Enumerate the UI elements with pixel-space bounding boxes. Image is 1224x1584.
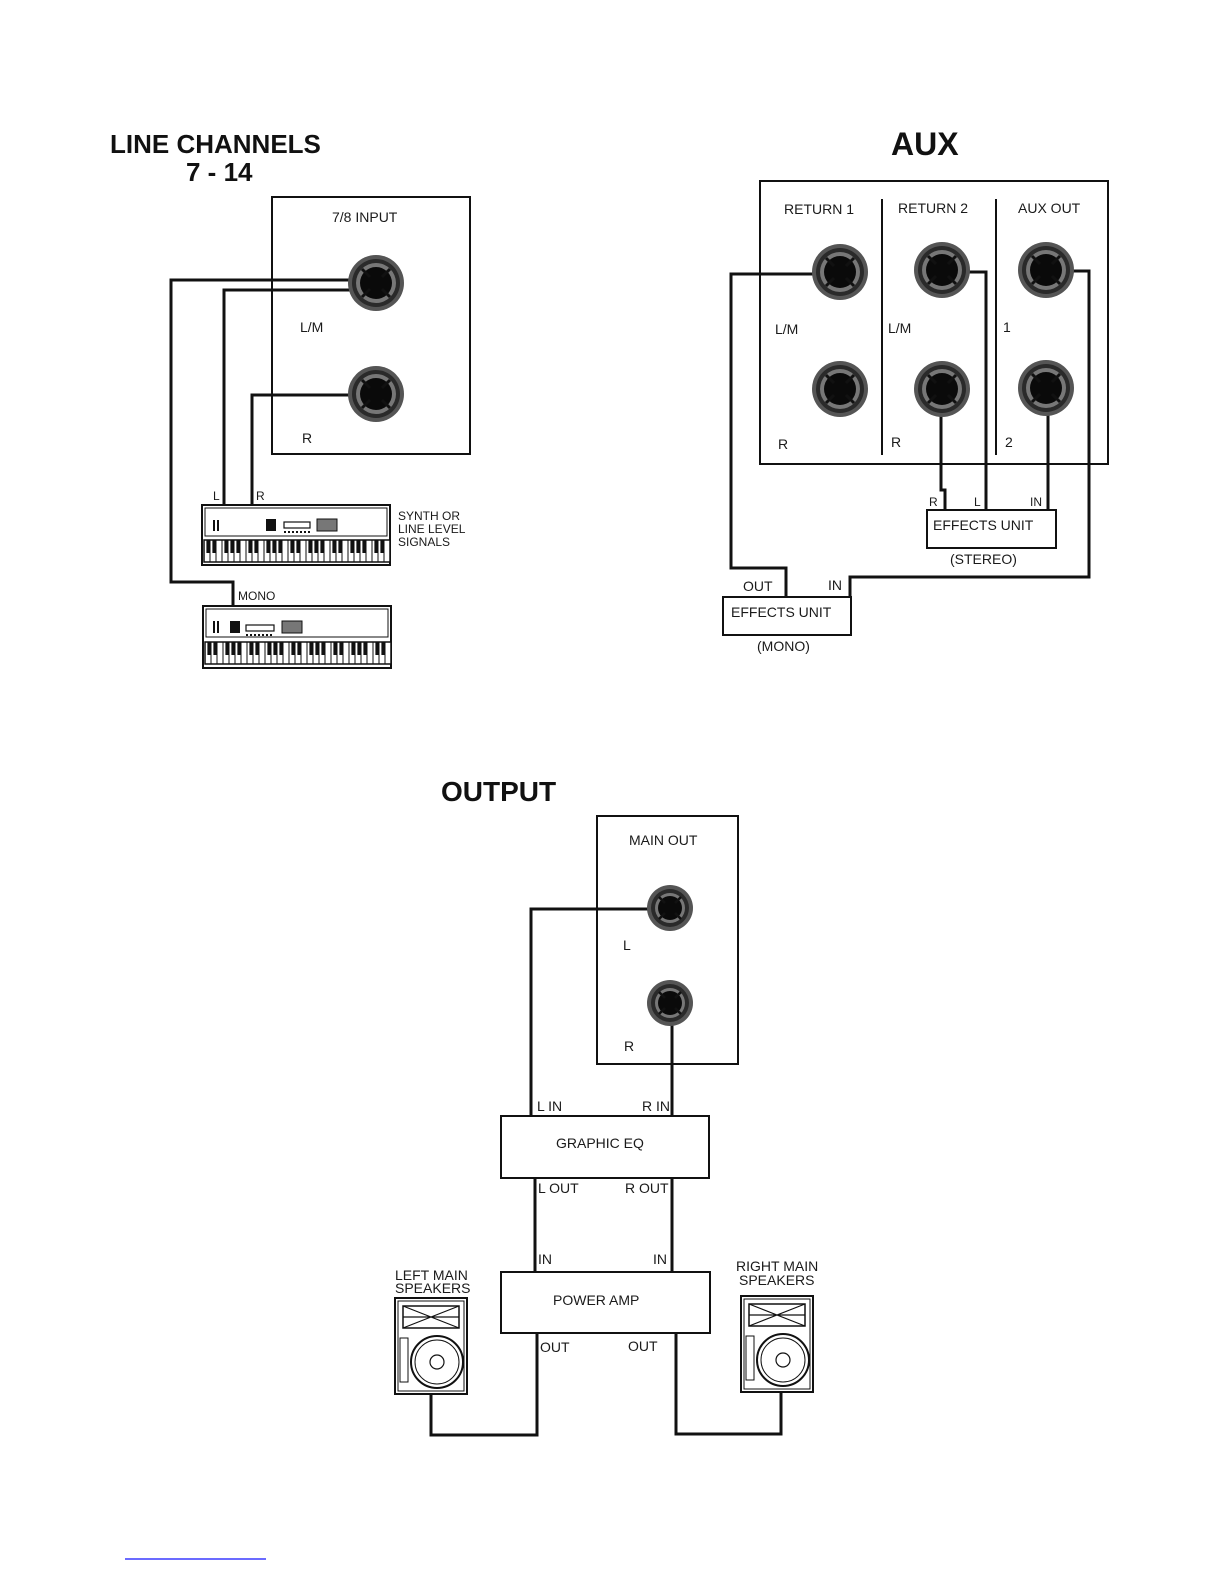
main-out-r-label: R xyxy=(624,1038,634,1054)
main-out-l-label: L xyxy=(623,937,631,953)
eq-l-out-label: L OUT xyxy=(538,1180,579,1196)
return1-r-jack[interactable] xyxy=(812,361,868,417)
left-main-speaker xyxy=(395,1298,467,1394)
eq-r-in-label: R IN xyxy=(642,1098,670,1114)
input-r-jack[interactable] xyxy=(348,366,404,422)
synth-l-label: L xyxy=(213,489,220,503)
main-out-label: MAIN OUT xyxy=(629,832,698,848)
output-title: OUTPUT xyxy=(441,776,556,807)
input-78-panel-label: 7/8 INPUT xyxy=(332,209,398,225)
stereo-fx-l-label: L xyxy=(974,495,981,509)
stereo-fx-in-label: IN xyxy=(1030,495,1042,509)
mono-label: MONO xyxy=(238,589,275,603)
eq-r-out-label: R OUT xyxy=(625,1180,669,1196)
eq-l-in-label: L IN xyxy=(537,1098,562,1114)
amp-out-l-label: OUT xyxy=(540,1339,570,1355)
return1-lm-label: L/M xyxy=(775,321,798,337)
stereo-effects-unit-label: EFFECTS UNIT xyxy=(933,517,1034,533)
power-amp-label: POWER AMP xyxy=(553,1292,639,1308)
line-channels-title: LINE CHANNELS xyxy=(110,129,321,159)
aux-panel xyxy=(760,181,1108,464)
main-out-l-jack[interactable] xyxy=(647,885,693,931)
aux-out-label: AUX OUT xyxy=(1018,200,1081,216)
mono-effects-unit-label: EFFECTS UNIT xyxy=(731,604,832,620)
left-speakers-label-2: SPEAKERS xyxy=(395,1280,470,1296)
mono-caption: (MONO) xyxy=(757,638,810,654)
input-lm-jack[interactable] xyxy=(348,255,404,311)
main-out-panel xyxy=(597,816,738,1064)
mono-fx-in-label: IN xyxy=(828,577,842,593)
amp-out-r-label: OUT xyxy=(628,1338,658,1354)
graphic-eq-label: GRAPHIC EQ xyxy=(556,1135,644,1151)
return2-label: RETURN 2 xyxy=(898,200,968,216)
line-channels-section: LINE CHANNELS 7 - 14 7/8 INPUT L/M R L R… xyxy=(110,129,470,668)
return1-label: RETURN 1 xyxy=(784,201,854,217)
mono-fx-out-label: OUT xyxy=(743,578,773,594)
right-main-speaker xyxy=(741,1296,813,1392)
aux-out-1-jack[interactable] xyxy=(1018,242,1074,298)
return2-r-jack[interactable] xyxy=(914,361,970,417)
output-section: OUTPUT MAIN OUT L R L IN R IN GRAPHIC EQ… xyxy=(395,776,818,1435)
return2-lm-jack[interactable] xyxy=(914,242,970,298)
line-channels-subtitle: 7 - 14 xyxy=(186,157,253,187)
aux-section: AUX RETURN 1 RETURN 2 AUX OUT L/M L/M R … xyxy=(723,126,1108,654)
input-r-label: R xyxy=(302,430,312,446)
aux-out-1-label: 1 xyxy=(1003,319,1011,335)
aux-title: AUX xyxy=(891,126,959,162)
synth-label-line-1: SYNTH OR xyxy=(398,509,460,523)
main-out-r-jack[interactable] xyxy=(647,980,693,1026)
amp-in-r-label: IN xyxy=(653,1251,667,1267)
synth-r-label: R xyxy=(256,489,265,503)
mono-keyboard xyxy=(203,606,391,668)
aux-out-2-label: 2 xyxy=(1005,434,1013,450)
synth-label-line-2: LINE LEVEL xyxy=(398,522,466,536)
return1-lm-jack[interactable] xyxy=(812,244,868,300)
return2-lm-label: L/M xyxy=(888,320,911,336)
input-lm-label: L/M xyxy=(300,319,323,335)
stereo-caption: (STEREO) xyxy=(950,551,1017,567)
synth-keyboard xyxy=(202,505,390,565)
return1-r-label: R xyxy=(778,436,788,452)
aux-out-2-jack[interactable] xyxy=(1018,360,1074,416)
right-speakers-label-2: SPEAKERS xyxy=(739,1272,814,1288)
synth-label-line-3: SIGNALS xyxy=(398,535,450,549)
return2-r-label: R xyxy=(891,434,901,450)
stereo-fx-r-label: R xyxy=(929,495,938,509)
amp-in-l-label: IN xyxy=(538,1251,552,1267)
